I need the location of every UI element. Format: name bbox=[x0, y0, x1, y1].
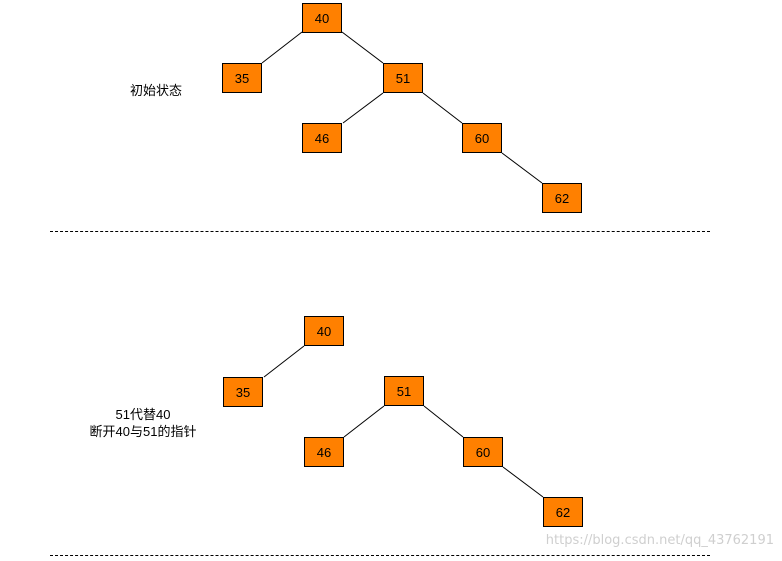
edge-51-60-initial bbox=[422, 92, 463, 124]
caption-line: 初始状态 bbox=[129, 83, 182, 98]
tree-node-46: 46 bbox=[302, 123, 342, 153]
tree-node-40: 40 bbox=[302, 3, 342, 33]
edge-51-46-after bbox=[343, 405, 385, 438]
caption-replace-step: 51代替40 断开40与51的指针 bbox=[72, 406, 214, 440]
tree-node-60: 60 bbox=[463, 437, 503, 467]
edge-51-60-after bbox=[423, 405, 464, 438]
tree-node-51: 51 bbox=[384, 376, 424, 406]
edge-40-35-after bbox=[263, 345, 305, 378]
tree-node-62: 62 bbox=[542, 183, 582, 213]
tree-node-35: 35 bbox=[223, 377, 263, 407]
dashed-divider bbox=[50, 231, 710, 232]
caption-initial-state: 初始状态 bbox=[110, 82, 202, 99]
edge-60-62-initial bbox=[501, 152, 543, 184]
tree-node-60: 60 bbox=[462, 123, 502, 153]
tree-node-46: 46 bbox=[304, 437, 344, 467]
edge-60-62-after bbox=[502, 466, 544, 498]
caption-line: 断开40与51的指针 bbox=[89, 424, 197, 439]
edge-51-46-initial bbox=[342, 92, 384, 124]
edge-40-35-initial bbox=[261, 31, 303, 64]
tree-node-40: 40 bbox=[304, 316, 344, 346]
caption-line: 51代替40 bbox=[115, 407, 171, 422]
tree-node-62: 62 bbox=[543, 497, 583, 527]
tree-node-51: 51 bbox=[383, 63, 423, 93]
edge-40-51-initial bbox=[341, 31, 384, 64]
tree-node-35: 35 bbox=[222, 63, 262, 93]
watermark: https://blog.csdn.net/qq_43762191 bbox=[545, 533, 774, 548]
dashed-divider bbox=[50, 555, 710, 556]
